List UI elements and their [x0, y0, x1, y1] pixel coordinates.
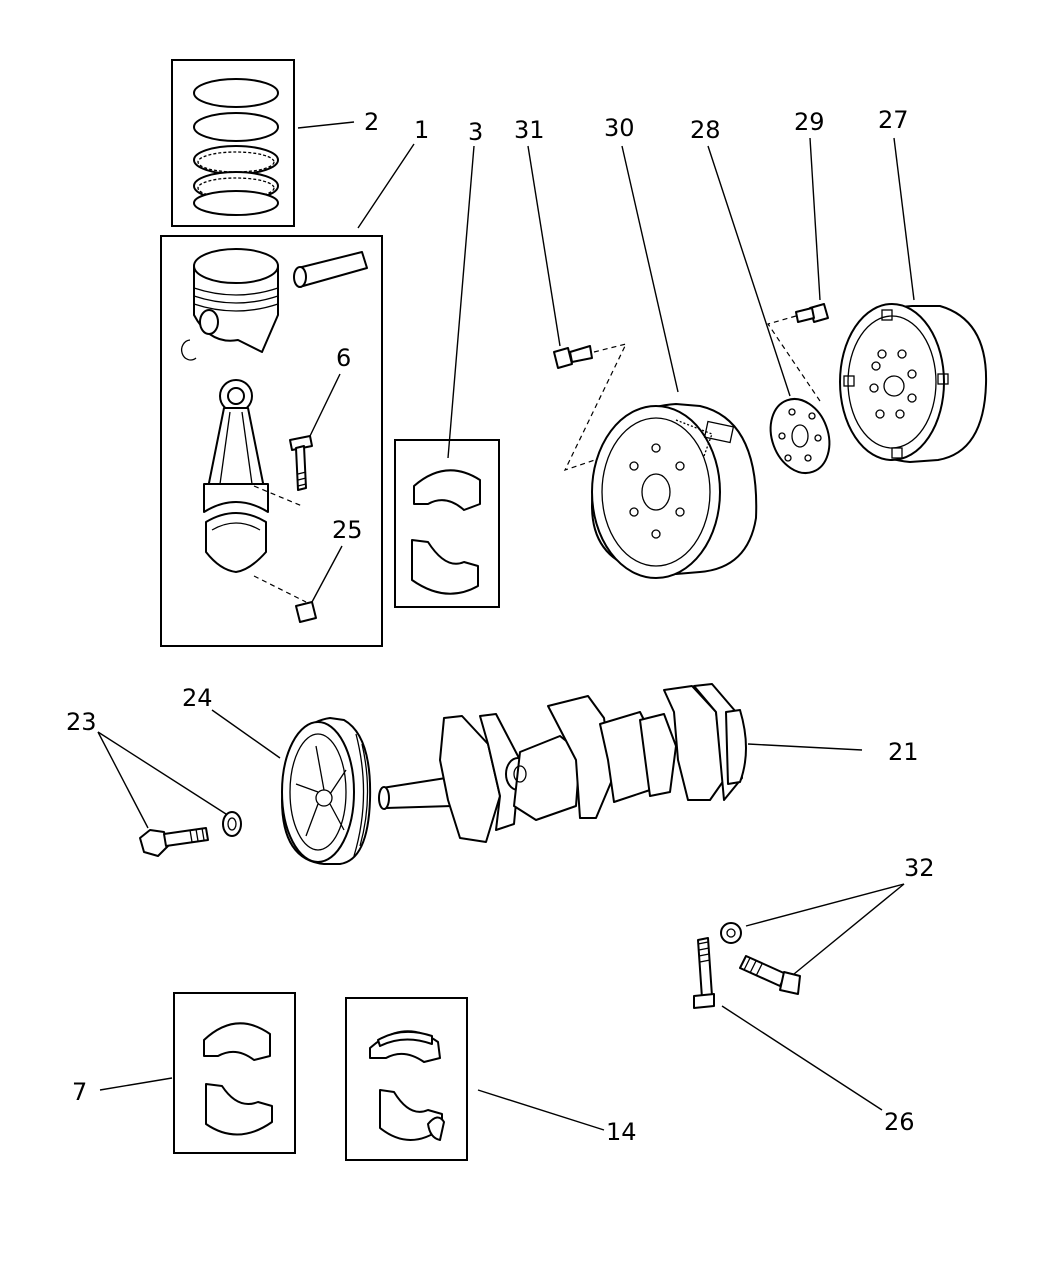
callout-25: 25 [332, 516, 363, 544]
callout-24: 24 [182, 684, 213, 712]
rod-nut [295, 601, 317, 623]
thrust-bearing-kit [345, 997, 468, 1161]
callout-21: 21 [888, 738, 919, 766]
callout-6: 6 [336, 344, 351, 372]
piston [193, 248, 279, 353]
damper-bolt [139, 827, 209, 857]
callout-27: 27 [878, 106, 909, 134]
cross-bolt [739, 955, 801, 995]
damper-washer [222, 811, 242, 837]
callout-32: 32 [904, 854, 935, 882]
callout-28: 28 [690, 116, 721, 144]
callout-14: 14 [606, 1118, 637, 1146]
converter-bolt [795, 303, 829, 323]
callout-1: 1 [414, 116, 429, 144]
cap-bolt-washer [720, 922, 742, 944]
callout-2: 2 [364, 108, 379, 136]
callout-29: 29 [794, 108, 825, 136]
piston-connecting-rod-kit [160, 235, 383, 647]
flex-plate-adapter [769, 398, 831, 474]
callout-labels: 2 1 3 31 30 28 29 27 6 25 24 23 21 32 7 … [66, 106, 935, 1146]
connecting-rod [203, 379, 269, 573]
callout-31: 31 [514, 116, 545, 144]
bearing-cap-bolt [693, 937, 715, 1009]
callout-7: 7 [72, 1078, 87, 1106]
flywheel-bolt [553, 345, 593, 369]
flywheel [591, 403, 758, 579]
rod-bolt [289, 435, 313, 491]
callout-3: 3 [468, 118, 483, 146]
crankshaft [378, 683, 747, 843]
leader-lines [97, 121, 915, 1131]
snap-ring [180, 339, 197, 361]
rod-bearing-kit [394, 439, 500, 608]
callout-23: 23 [66, 708, 97, 736]
main-bearing-kit [173, 992, 296, 1154]
torque-converter [839, 303, 988, 463]
piston-pin [293, 251, 368, 288]
vibration-damper [281, 717, 372, 865]
piston-rings-kit [171, 59, 295, 227]
callout-26: 26 [884, 1108, 915, 1136]
callout-30: 30 [604, 114, 635, 142]
